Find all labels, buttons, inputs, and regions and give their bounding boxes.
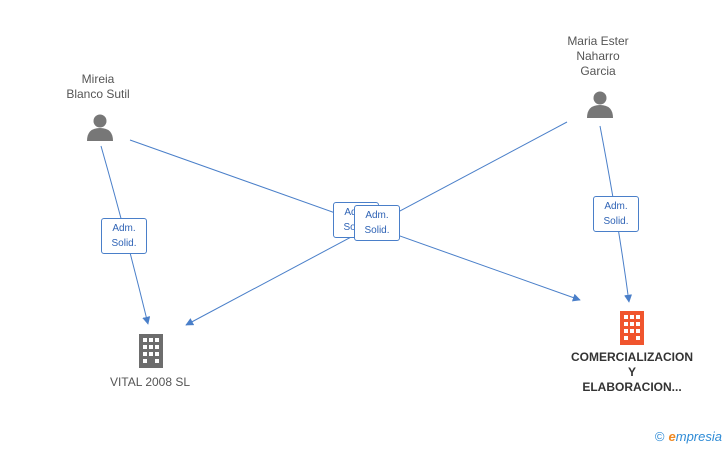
- company-label-vital[interactable]: VITAL 2008 SL: [109, 375, 191, 389]
- person-label-maria[interactable]: Maria Ester Naharro Garcia: [567, 34, 629, 78]
- person-icon[interactable]: [585, 90, 615, 118]
- building-icon[interactable]: [137, 334, 165, 368]
- brand-footer: ©empresia: [655, 429, 722, 444]
- building-icon[interactable]: [618, 311, 646, 345]
- edge-label-maria-vital: Adm.Solid.: [354, 205, 400, 241]
- edge-label-mireia-vital: Adm.Solid.: [101, 218, 147, 254]
- company-label-comercializacion[interactable]: COMERCIALIZACION Y ELABORACION...: [571, 350, 693, 394]
- person-label-mireia[interactable]: Mireia Blanco Sutil: [66, 72, 130, 101]
- edge-label-maria-comercializacion: Adm.Solid.: [593, 196, 639, 232]
- copyright-icon: ©: [654, 429, 665, 444]
- person-icon[interactable]: [85, 113, 115, 141]
- brand-logo-text: mpresia: [675, 429, 722, 444]
- brand-logo-initial: e: [668, 429, 676, 444]
